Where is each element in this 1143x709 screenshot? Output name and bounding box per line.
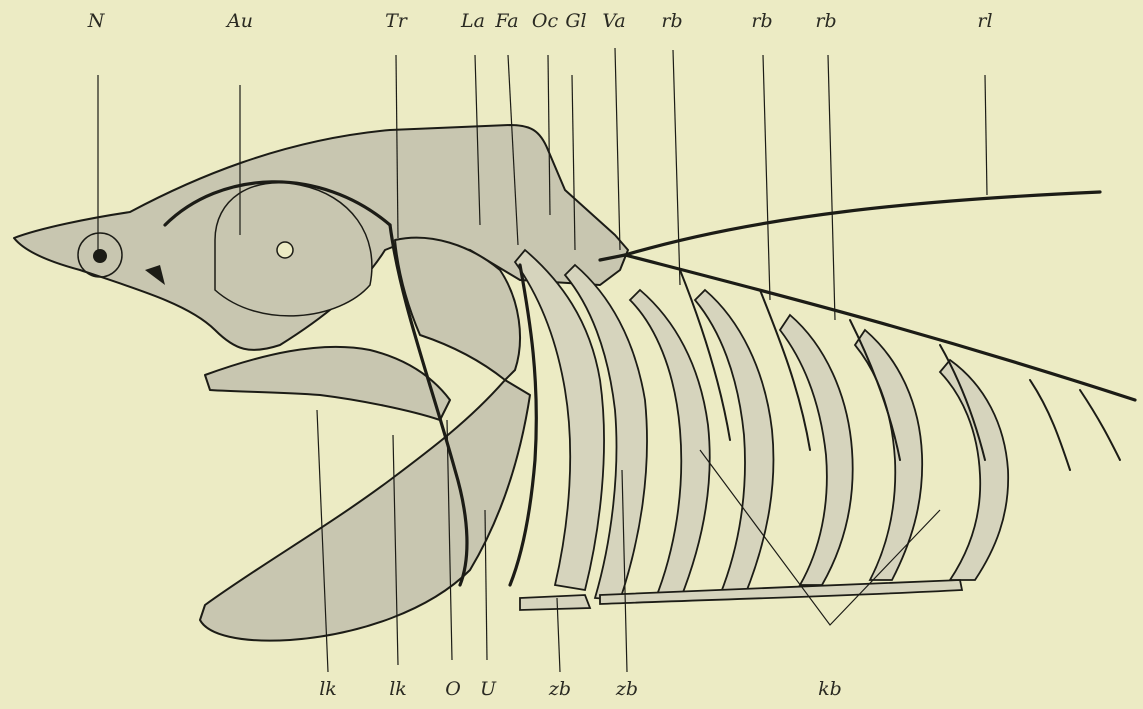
label-lk-1: lk	[319, 680, 337, 699]
label-N: N	[88, 12, 105, 31]
label-Gl: Gl	[565, 12, 586, 31]
label-rb-3: rb	[815, 12, 836, 31]
label-zb-1: zb	[549, 680, 571, 699]
label-O: O	[445, 680, 461, 699]
lower-jaw	[200, 380, 530, 641]
basal-bar	[520, 595, 590, 610]
label-zb-2: zb	[616, 680, 638, 699]
label-Oc: Oc	[532, 12, 558, 31]
label-rl: rl	[977, 12, 992, 31]
label-rb-1: rb	[661, 12, 682, 31]
branchial-arch-6	[855, 330, 922, 580]
label-U: U	[480, 680, 496, 699]
hyoid-arch	[205, 347, 450, 420]
lateral-line-nerve	[625, 192, 1100, 255]
label-La: La	[461, 12, 485, 31]
label-Au: Au	[227, 12, 253, 31]
basal-plates	[600, 580, 962, 604]
label-lk-2: lk	[389, 680, 407, 699]
label-rb-2: rb	[751, 12, 772, 31]
branchial-arch-7	[940, 360, 1008, 580]
label-Fa: Fa	[495, 12, 518, 31]
label-kb: kb	[818, 680, 842, 699]
label-Tr: Tr	[385, 12, 407, 31]
branchial-arch-5	[780, 315, 853, 585]
label-Va: Va	[602, 12, 625, 31]
